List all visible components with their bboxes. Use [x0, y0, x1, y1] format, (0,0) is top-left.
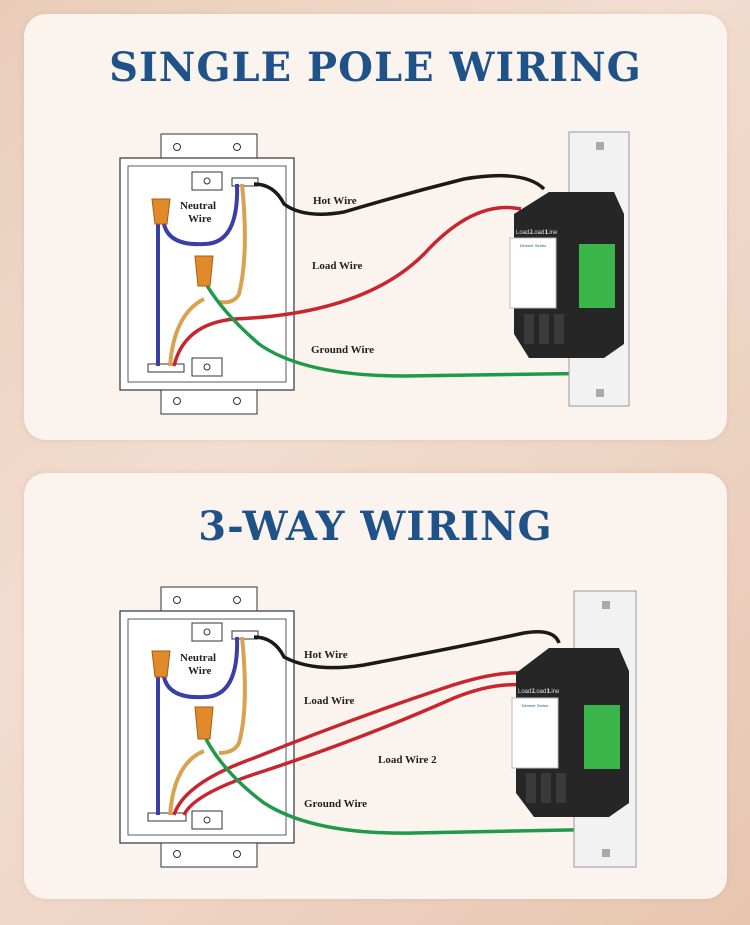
load-wire-label: Load Wire — [304, 695, 355, 707]
electrical-box — [119, 133, 295, 415]
ground-wire-label: Ground Wire — [304, 798, 367, 810]
single-pole-panel: SINGLE POLE WIRING — [24, 14, 727, 440]
switch-sticker — [509, 237, 557, 309]
ground-wire-label: Ground Wire — [311, 344, 374, 356]
single-pole-title: SINGLE POLE WIRING — [109, 44, 642, 91]
neutral-label-line2: Wire — [188, 213, 212, 225]
three-way-title: 3-WAY WIRING — [198, 503, 553, 550]
load-wire-2-label: Load Wire 2 — [378, 754, 437, 766]
switch-label-patch — [579, 244, 615, 308]
terminal-load2: Load2 — [516, 230, 533, 236]
load-wire — [172, 205, 522, 367]
ground-wire — [204, 283, 617, 378]
wire-nut-icon — [151, 198, 214, 287]
single-pole-diagram: Neutral Wire Hot Wire Load Wire Ground W… — [119, 131, 630, 415]
three-way-diagram: Neutral Wire Hot Wire Load Wire Load Wir… — [119, 586, 637, 868]
terminal-load1: Load1 — [533, 689, 550, 695]
neutral-wire-2 — [162, 183, 240, 247]
terminal-line: Line — [548, 689, 560, 695]
tan-wire-1 — [218, 183, 247, 305]
switch-sticker — [511, 697, 559, 769]
neutral-label-line1: Neutral — [180, 652, 216, 664]
hot-wire-label: Hot Wire — [313, 195, 357, 207]
terminal-line: Line — [546, 230, 558, 236]
hot-wire — [253, 173, 546, 216]
sticker-title: Dimmer Series — [522, 703, 548, 708]
terminal-load1: Load1 — [531, 230, 548, 236]
tan-wire-2 — [168, 297, 205, 367]
three-way-panel: 3-WAY WIRING — [24, 473, 727, 899]
dimmer-switch: Dimmer Series Load2 Load1 Line — [509, 131, 630, 407]
neutral-label-line2: Wire — [188, 665, 212, 677]
sticker-title: Dimmer Series — [520, 243, 546, 248]
wire-nut-icon — [151, 650, 214, 740]
switch-label-patch — [584, 705, 620, 769]
load-wire-label: Load Wire — [312, 260, 363, 272]
dimmer-switch: Dimmer Series Load2 Load1 Line — [511, 590, 637, 868]
hot-wire-label: Hot Wire — [304, 649, 348, 661]
neutral-label-line1: Neutral — [180, 200, 216, 212]
terminal-load2: Load2 — [518, 689, 535, 695]
